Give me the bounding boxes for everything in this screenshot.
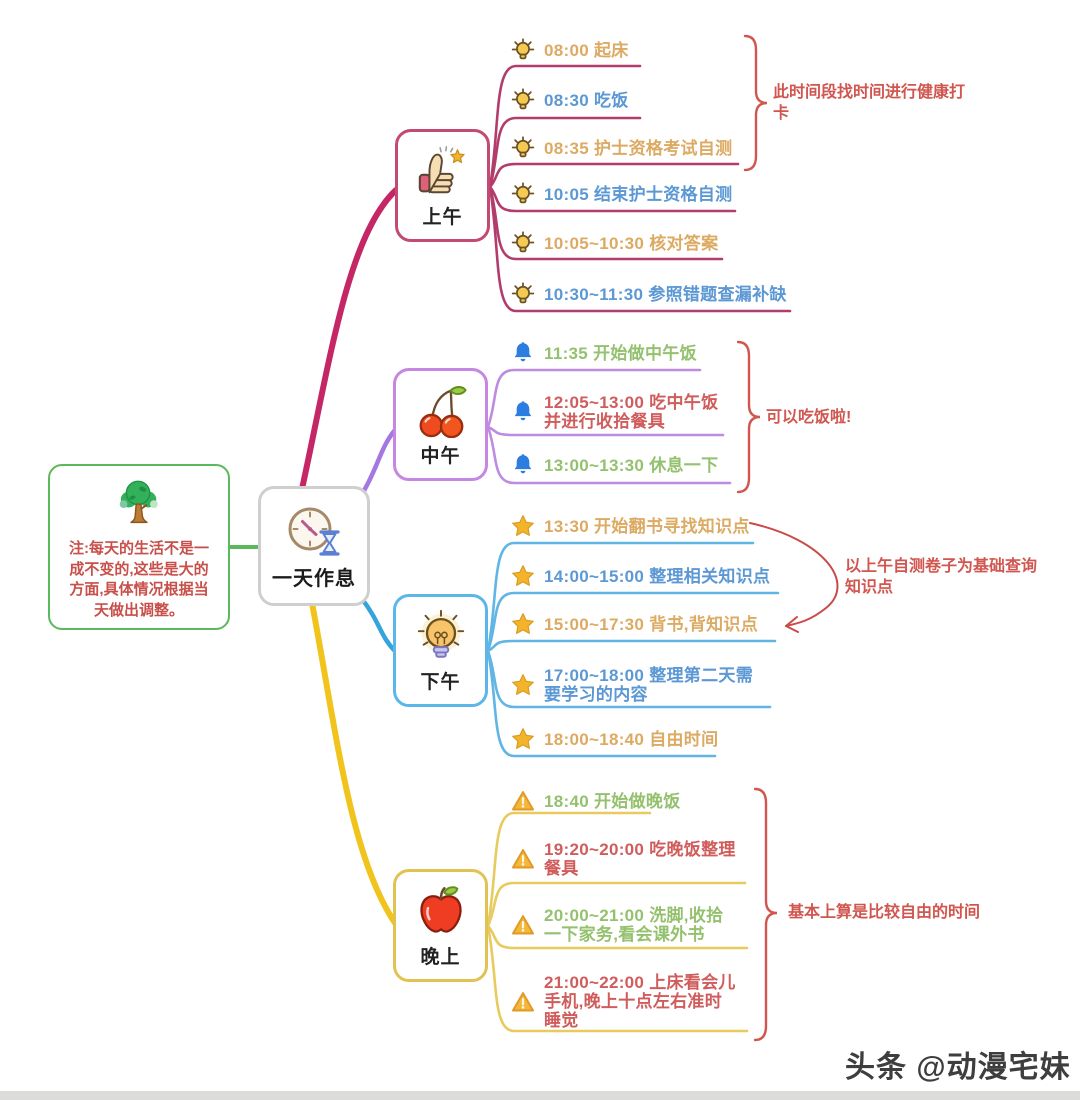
branch-label-evening: 晚上 [420, 946, 461, 968]
topic-text: 17:00~18:00 整理第二天需 要学习的内容 [544, 666, 754, 704]
topic-text: 15:00~17:30 背书,背知识点 [544, 614, 759, 634]
morning-item-1[interactable]: 08:00 起床 [511, 38, 629, 62]
lightbulb-big-icon [417, 609, 464, 658]
annotation-afternoon[interactable]: 以上午自测卷子为基础查询 知识点 [845, 558, 1038, 596]
morning-item-5[interactable]: 10:05~10:30 核对答案 [511, 231, 718, 255]
afternoon-item-3[interactable]: 15:00~17:30 背书,背知识点 [511, 612, 758, 636]
afternoon-item-4[interactable]: 17:00~18:00 整理第二天需 要学习的内容 [511, 666, 753, 704]
lightbulb-icon [511, 282, 535, 306]
topic-text: 08:35 护士资格考试自测 [544, 138, 733, 158]
topic-text: 11:35 开始做中午饭 [544, 343, 697, 363]
afternoon-item-2[interactable]: 14:00~15:00 整理相关知识点 [511, 564, 770, 588]
star-icon [511, 564, 535, 588]
branch-lines-evening [486, 811, 749, 1033]
topic-text: 13:30 开始翻书寻找知识点 [544, 516, 750, 536]
topic-text: 10:05 结束护士资格自测 [544, 184, 733, 204]
branch-lines-afternoon [486, 541, 780, 758]
note-callout[interactable]: 注:每天的生活不是一 成不变的,这些是大的 方面,具体情况根据当 天做出调整。 [48, 464, 230, 630]
branch-node-morning[interactable]: 上午 [395, 129, 490, 242]
branch-lines-noon [486, 368, 732, 485]
star-icon [511, 612, 535, 636]
bell-icon [511, 341, 535, 365]
topic-text: 08:30 吃饭 [544, 90, 629, 110]
evening-item-3[interactable]: 20:00~21:00 洗脚,收拾 一下家务,看会课外书 [511, 906, 723, 944]
lightbulb-icon [511, 231, 535, 255]
morning-item-3[interactable]: 08:35 护士资格考试自测 [511, 136, 732, 160]
annotation-noon[interactable]: 可以吃饭啦! [766, 409, 852, 426]
bell-icon [511, 453, 535, 477]
topic-text: 14:00~15:00 整理相关知识点 [544, 566, 771, 586]
cherry-icon [419, 385, 467, 438]
annotation-arrow [749, 522, 839, 633]
morning-item-6[interactable]: 10:30~11:30 参照错题查漏补缺 [511, 282, 787, 306]
topic-text: 20:00~21:00 洗脚,收拾 一下家务,看会课外书 [544, 906, 724, 944]
bell-icon [511, 400, 535, 424]
noon-item-3[interactable]: 13:00~13:30 休息一下 [511, 453, 718, 477]
lightbulb-icon [511, 182, 535, 206]
noon-item-2[interactable]: 12:05~13:00 吃中午饭 并进行收拾餐具 [511, 393, 718, 431]
annotation-morning[interactable]: 此时间段找时间进行健康打 卡 [773, 84, 966, 122]
topic-text: 10:30~11:30 参照错题查漏补缺 [544, 284, 787, 304]
morning-item-4[interactable]: 10:05 结束护士资格自测 [511, 182, 732, 206]
branch-node-noon[interactable]: 中午 [393, 368, 488, 481]
note-text: 注:每天的生活不是一 成不变的,这些是大的 方面,具体情况根据当 天做出调整。 [69, 540, 209, 619]
warning-icon [511, 789, 535, 813]
branch-label-noon: 中午 [420, 445, 461, 467]
afternoon-item-5[interactable]: 18:00~18:40 自由时间 [511, 727, 718, 751]
star-icon [511, 673, 535, 697]
topic-text: 18:40 开始做晚饭 [544, 791, 681, 811]
warning-icon [511, 847, 535, 871]
branch-label-morning: 上午 [422, 206, 463, 228]
lightbulb-icon [511, 38, 535, 62]
annotation-evening[interactable]: 基本上算是比较自由的时间 [788, 904, 981, 921]
branch-node-evening[interactable]: 晚上 [393, 869, 488, 982]
topic-text: 13:00~13:30 休息一下 [544, 455, 719, 475]
branch-lines-morning [488, 64, 792, 313]
star-icon [511, 514, 535, 538]
thumbs-up-icon [418, 145, 465, 193]
bottom-strip [0, 1091, 1080, 1100]
evening-item-2[interactable]: 19:20~20:00 吃晚饭整理 餐具 [511, 840, 736, 878]
afternoon-item-1[interactable]: 13:30 开始翻书寻找知识点 [511, 514, 750, 538]
branch-node-afternoon[interactable]: 下午 [393, 594, 488, 707]
topic-text: 19:20~20:00 吃晚饭整理 餐具 [544, 840, 736, 878]
central-topic[interactable]: 一天作息 [258, 486, 370, 606]
tree-icon [119, 480, 158, 524]
clock-hourglass-icon [288, 507, 340, 556]
central-topic-label: 一天作息 [272, 568, 356, 590]
apple-icon [419, 885, 462, 933]
warning-icon [511, 990, 535, 1014]
evening-item-4[interactable]: 21:00~22:00 上床看会儿 手机,晚上十点左右准时 睡觉 [511, 973, 736, 1030]
branch-label-afternoon: 下午 [420, 671, 461, 693]
star-icon [511, 727, 535, 751]
lightbulb-icon [511, 136, 535, 160]
topic-text: 21:00~22:00 上床看会儿 手机,晚上十点左右准时 睡觉 [544, 973, 736, 1030]
lightbulb-icon [511, 88, 535, 112]
topic-text: 08:00 起床 [544, 40, 629, 60]
watermark: 头条 @动漫宅妹 [845, 1051, 1071, 1084]
topic-text: 10:05~10:30 核对答案 [544, 233, 719, 253]
topic-text: 18:00~18:40 自由时间 [544, 729, 719, 749]
summary-braces [736, 34, 778, 1042]
morning-item-2[interactable]: 08:30 吃饭 [511, 88, 629, 112]
warning-icon [511, 913, 535, 937]
evening-item-1[interactable]: 18:40 开始做晚饭 [511, 789, 681, 813]
noon-item-1[interactable]: 11:35 开始做中午饭 [511, 341, 697, 365]
topic-text: 12:05~13:00 吃中午饭 并进行收拾餐具 [544, 393, 719, 431]
